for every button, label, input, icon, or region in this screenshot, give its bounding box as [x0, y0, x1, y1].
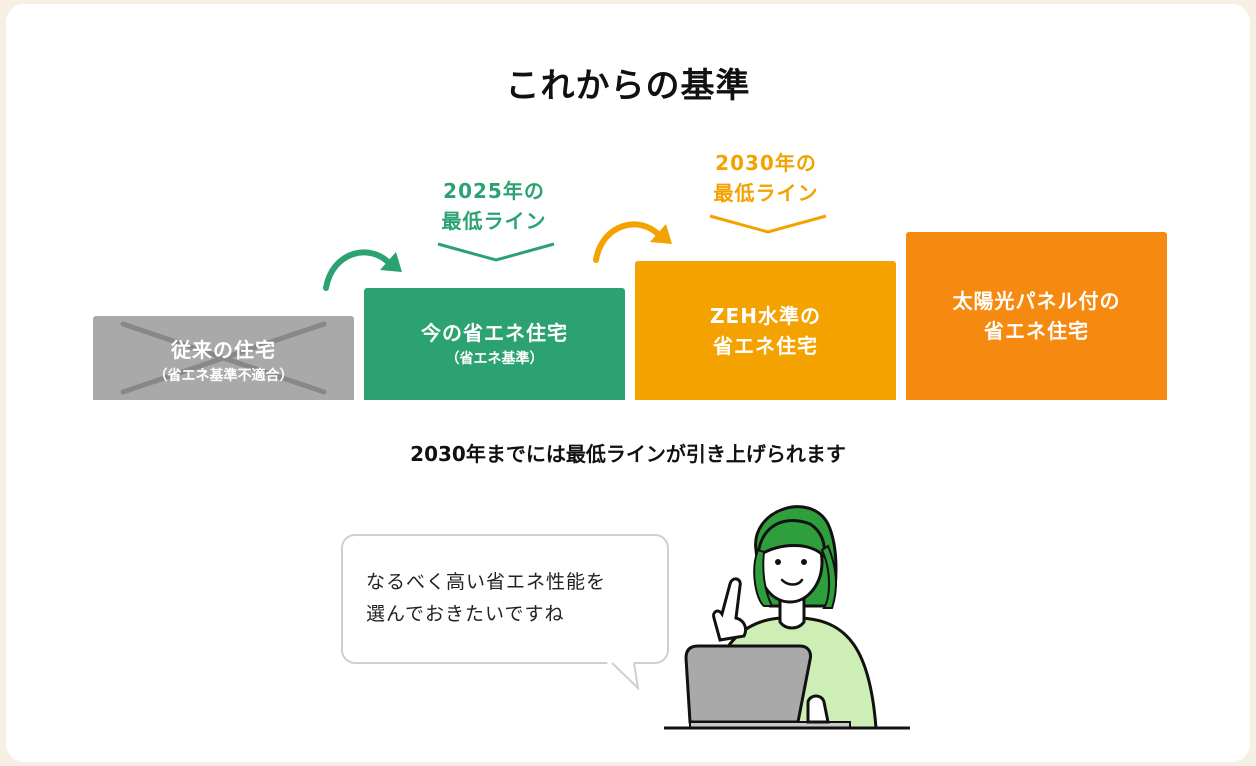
line-2025-year: 2025年の [443, 179, 545, 203]
step-zeh-level-house: ZEH水準の 省エネ住宅 [635, 261, 896, 400]
step-3-title-line1: ZEH水準の [710, 303, 821, 328]
step-solar-panel-house: 太陽光パネル付の 省エネ住宅 [906, 232, 1167, 400]
speech-line-2: 選んでおきたいですね [366, 603, 565, 625]
step-conventional-house: 従来の住宅 （省エネ基準不適合） [93, 316, 354, 400]
woman-with-laptop-icon [664, 505, 910, 730]
line-2025-chevron-icon [437, 242, 555, 262]
speech-text: なるべく高い省エネ性能を 選んでおきたいですね [366, 566, 606, 630]
step-1-subtitle: （省エネ基準不適合） [153, 368, 294, 384]
line-2030-text: 最低ライン [713, 181, 819, 205]
step-1-title: 従来の住宅 [171, 338, 276, 362]
line-2030-year: 2030年の [715, 151, 817, 175]
speech-bubble [341, 534, 669, 664]
speech-bubble-tail-icon [606, 662, 640, 690]
cross-out-icon [120, 321, 327, 395]
speech-line-1: なるべく高い省エネ性能を [366, 571, 607, 593]
line-2030-chevron-icon [709, 214, 827, 234]
step-4-title-line2: 省エネ住宅 [984, 319, 1089, 343]
step-4-title-line1: 太陽光パネル付の [952, 289, 1121, 313]
line-2030-label: 2030年の 最低ライン [686, 148, 846, 208]
caption: 2030年までには最低ラインが引き上げられます [410, 442, 846, 466]
step-2-title: 今の省エネ住宅 [421, 321, 568, 345]
step-3-title-line2: 省エネ住宅 [713, 333, 818, 358]
line-2025-text: 最低ライン [441, 209, 547, 233]
line-2025-label: 2025年の 最低ライン [414, 176, 574, 236]
step-2-subtitle: （省エネ基準） [445, 351, 544, 367]
step-current-energy-saving-house: 今の省エネ住宅 （省エネ基準） [364, 288, 625, 400]
orange-curved-arrow-icon [593, 221, 672, 263]
green-curved-arrow-icon [323, 249, 402, 291]
page-title: これからの基準 [505, 66, 751, 106]
